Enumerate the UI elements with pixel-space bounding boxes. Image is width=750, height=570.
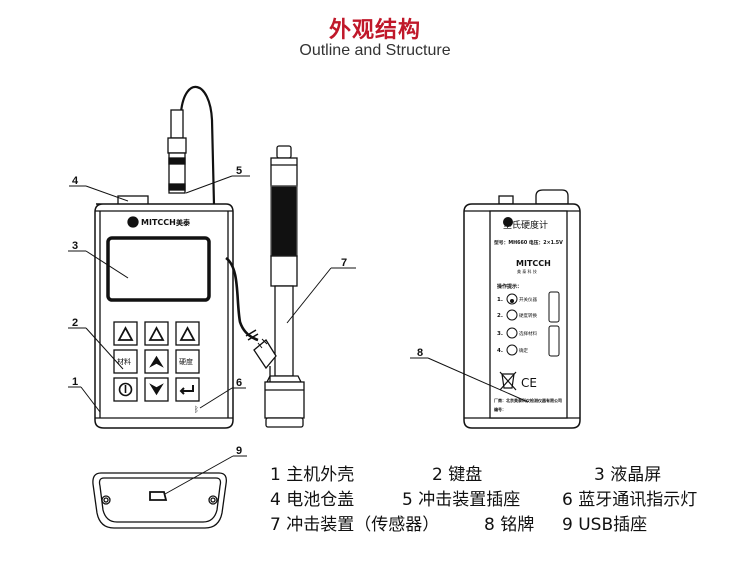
legend-item-4: 4 电池仓盖	[270, 490, 355, 510]
main-unit-back	[463, 189, 581, 429]
label-brand-sub: 美 泰 科 技	[517, 268, 537, 274]
svg-text:硬度转换: 硬度转换	[519, 312, 537, 319]
label-serial: 编号：	[494, 406, 506, 412]
bluetooth-indicator-icon: ᛒ	[194, 405, 199, 414]
parts-legend: 1 主机外壳 2 键盘 3 液晶屏 4 电池仓盖 5 冲击装置插座 6 蓝牙通讯…	[270, 463, 697, 538]
brand-text: MITCCH	[141, 218, 176, 227]
legend-item-6: 6 蓝牙通讯指示灯	[562, 490, 698, 510]
callout-2: 2	[72, 317, 78, 329]
callout-6: 6	[236, 377, 242, 389]
brand-logo-icon	[127, 216, 139, 228]
legend-item-9: 9 USB插座	[562, 515, 648, 535]
legend-item-3: 3 液晶屏	[594, 465, 662, 485]
callout-8: 8	[417, 347, 423, 359]
legend-item-1: 1 主机外壳	[270, 465, 355, 485]
leader-lines	[68, 175, 529, 495]
legend-item-7: 7 冲击装置（传感器）	[270, 515, 440, 535]
ce-mark: CE	[521, 376, 537, 390]
legend-row: 1 主机外壳 2 键盘 3 液晶屏	[270, 463, 697, 488]
legend-row: 7 冲击装置（传感器） 8 铭牌 9 USB插座	[270, 513, 697, 538]
legend-item-2: 2 键盘	[432, 465, 483, 485]
callout-3: 3	[72, 240, 78, 252]
title-english: Outline and Structure	[299, 42, 451, 59]
weee-icon	[501, 373, 515, 389]
legend-item-8: 8 铭牌	[484, 515, 535, 535]
label-model-line: 型号：MH660 电压：2×1.5V	[494, 239, 563, 246]
callout-4: 4	[72, 175, 79, 187]
brand-cn-text: 美泰	[176, 218, 191, 227]
svg-text:选择材料: 选择材料	[519, 330, 537, 337]
svg-text:4.: 4.	[497, 348, 503, 354]
legend-row: 4 电池仓盖 5 冲击装置插座 6 蓝牙通讯指示灯	[270, 488, 697, 513]
key-hardness: 硬度	[179, 357, 193, 366]
callout-9: 9	[236, 445, 242, 457]
callout-7: 7	[341, 257, 347, 269]
callout-5: 5	[236, 165, 242, 177]
keypad	[113, 321, 200, 402]
legend-item-5: 5 冲击装置插座	[402, 490, 521, 510]
svg-text:3.: 3.	[497, 331, 503, 337]
lcd-screen	[106, 236, 211, 302]
svg-text:2.: 2.	[497, 313, 503, 319]
impact-device	[245, 145, 305, 428]
callout-1: 1	[72, 376, 78, 388]
label-ops-title: 操作提示：	[497, 283, 522, 290]
label-brand: MITCCH	[516, 259, 551, 268]
main-unit-front	[94, 85, 259, 429]
bottom-view	[92, 472, 227, 529]
key-material: 材料	[117, 357, 131, 366]
svg-text:确定: 确定	[519, 347, 528, 354]
label-manufacturer: 厂商：北京美泰科仪检测仪器有限公司	[494, 397, 562, 403]
svg-text:开关仪器: 开关仪器	[519, 296, 537, 303]
title-chinese: 外观结构	[328, 18, 421, 43]
svg-text:1.: 1.	[497, 297, 503, 303]
label-product-name: 里氏硬度计	[503, 219, 548, 231]
usb-port	[149, 491, 168, 501]
